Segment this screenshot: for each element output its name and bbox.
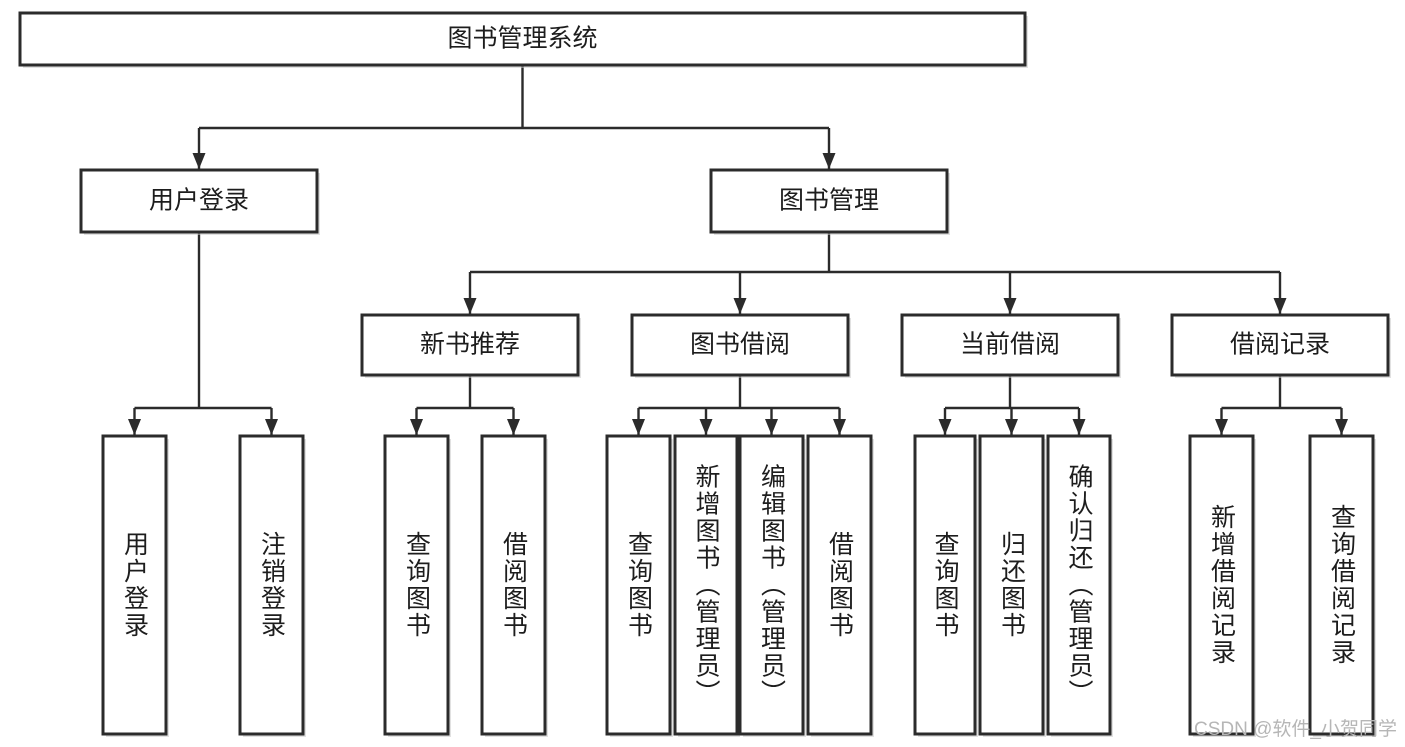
arrow-head-icon [265,419,278,435]
node-root[interactable]: 图书管理系统 [18,11,1028,68]
node-label: 查询图书 [625,531,654,639]
node-label: 新增图书（管理员） [692,464,721,707]
node-book-borrow[interactable]: 图书借阅 [630,313,851,378]
node-box[interactable] [900,313,1120,377]
node-leaf-add-book[interactable]: 新增图书（管理员） [673,434,740,737]
node-label: 用户登录 [121,531,150,639]
node-borrow-record[interactable]: 借阅记录 [1170,313,1391,378]
arrow-head-icon [1215,419,1228,435]
node-leaf-add-record[interactable]: 新增借阅记录 [1188,434,1256,737]
arrow-head-icon [632,419,645,435]
arrow-head-icon [1273,298,1287,314]
node-leaf-return-book[interactable]: 归还图书 [978,434,1046,737]
node-label: 查询图书 [931,531,960,639]
node-label: 查询借阅记录 [1328,504,1357,666]
node-label: 图书管理系统 [447,25,597,53]
arrow-head-icon [765,419,778,435]
arrow-head-icon [938,419,952,435]
arrow-head-icon [1003,298,1017,314]
node-label: 新书推荐 [420,331,520,359]
node-box[interactable] [383,434,450,736]
arrow-head-icon [410,419,423,435]
node-box[interactable] [913,434,977,736]
node-box[interactable] [238,434,305,736]
node-user-login[interactable]: 用户登录 [79,168,320,235]
node-box[interactable] [360,313,580,377]
node-box[interactable] [605,434,672,736]
node-box[interactable] [101,434,168,736]
node-label: 当前借阅 [960,331,1060,359]
node-box[interactable] [673,434,739,736]
node-leaf-user-logout[interactable]: 注销登录 [238,434,306,737]
node-label: 借阅记录 [1230,331,1330,359]
node-label: 新增借阅记录 [1208,504,1237,666]
node-box[interactable] [630,313,850,377]
node-boxes: 图书管理系统用户登录图书管理新书推荐图书借阅当前借阅借阅记录用户登录注销登录查询… [18,11,1391,737]
node-label: 借阅图书 [500,531,529,639]
node-box[interactable] [709,168,949,234]
node-label: 用户登录 [149,187,249,215]
node-current-borrow[interactable]: 当前借阅 [900,313,1121,378]
node-leaf-query-book-nbr[interactable]: 查询图书 [383,434,451,737]
node-box[interactable] [806,434,873,736]
node-leaf-query-book-bb[interactable]: 查询图书 [605,434,673,737]
arrow-head-icon [733,298,747,314]
arrow-head-icon [128,419,141,435]
node-label: 借阅图书 [826,531,855,639]
connector-lines [128,65,1348,435]
node-label: 查询图书 [403,531,432,639]
arrow-head-icon [1005,419,1018,435]
node-new-book-recommend[interactable]: 新书推荐 [360,313,581,378]
node-box[interactable] [18,11,1027,67]
arrow-head-icon [463,298,477,314]
node-box[interactable] [1170,313,1390,377]
node-book-manage[interactable]: 图书管理 [709,168,950,235]
node-label: 图书管理 [779,187,879,215]
arrow-head-icon [822,153,836,169]
node-label: 编辑图书（管理员） [758,464,787,707]
node-label: 归还图书 [998,531,1027,639]
node-leaf-query-record[interactable]: 查询借阅记录 [1308,434,1376,737]
node-leaf-user-login[interactable]: 用户登录 [101,434,169,737]
node-box[interactable] [1308,434,1375,736]
node-leaf-edit-book[interactable]: 编辑图书（管理员） [738,434,806,737]
node-leaf-query-book-cb[interactable]: 查询图书 [913,434,978,737]
node-box[interactable] [1046,434,1112,736]
node-label: 注销登录 [258,531,287,639]
node-box[interactable] [79,168,319,234]
node-label: 图书借阅 [690,331,790,359]
node-leaf-borrow-book-bb[interactable]: 借阅图书 [806,434,874,737]
node-box[interactable] [738,434,805,736]
node-leaf-confirm-return[interactable]: 确认归还（管理员） [1046,434,1113,737]
node-box[interactable] [978,434,1045,736]
arrow-head-icon [192,153,206,169]
arrow-head-icon [699,419,713,435]
node-box[interactable] [1188,434,1255,736]
arrow-head-icon [1072,419,1086,435]
arrow-head-icon [507,419,520,435]
arrow-head-icon [1335,419,1348,435]
arrow-head-icon [833,419,846,435]
node-box[interactable] [480,434,547,736]
node-label: 确认归还（管理员） [1065,464,1094,707]
node-leaf-borrow-book-nbr[interactable]: 借阅图书 [480,434,548,737]
